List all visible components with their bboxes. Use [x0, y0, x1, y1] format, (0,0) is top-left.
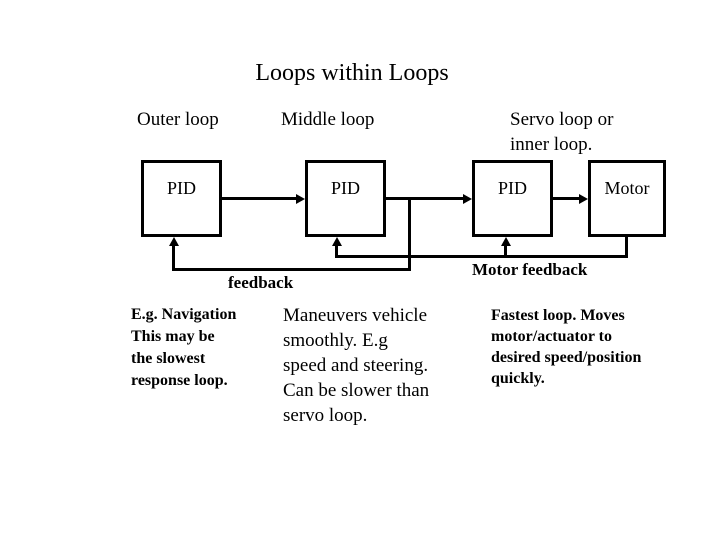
outer-feedback-arrowhead-icon	[169, 237, 179, 246]
motor-feedback-pid3-vline	[504, 246, 507, 258]
connector-pid1-pid2-arrowhead-icon	[296, 194, 305, 204]
middle-loop-label: Middle loop	[281, 109, 375, 130]
connector-pid2-pid3-line	[386, 197, 465, 200]
motor-feedback-label: Motor feedback	[472, 260, 588, 279]
motor-block: Motor	[588, 160, 666, 237]
servo-loop-label: Servo loop or inner loop.	[510, 109, 614, 155]
outer-loop-note: E.g. Navigation This may be the slowest …	[131, 306, 237, 389]
motor-feedback-pid2-arrowhead-icon	[332, 237, 342, 246]
connector-pid2-pid3-arrowhead-icon	[463, 194, 472, 204]
motor-feedback-hline	[335, 255, 628, 258]
servo-loop-note: Fastest loop. Moves motor/actuator to de…	[491, 307, 642, 387]
feedback-label: feedback	[228, 273, 294, 292]
outer-feedback-tap-vline	[408, 197, 411, 271]
connector-pid1-pid2-line	[222, 197, 298, 200]
motor-feedback-pid2-vline	[335, 246, 338, 258]
slide-title: Loops within Loops	[255, 60, 449, 86]
outer-loop-label: Outer loop	[137, 109, 219, 130]
connector-pid3-motor-line	[553, 197, 581, 200]
middle-loop-note: Maneuvers vehicle smoothly. E.g speed an…	[283, 305, 430, 426]
pid-block-inner: PID	[472, 160, 553, 237]
outer-feedback-hline	[172, 268, 411, 271]
motor-feedback-drop-vline	[625, 237, 628, 258]
outer-feedback-up-vline	[172, 245, 175, 271]
connector-pid3-motor-arrowhead-icon	[579, 194, 588, 204]
pid-block-outer: PID	[141, 160, 222, 237]
pid-block-middle: PID	[305, 160, 386, 237]
motor-feedback-pid3-arrowhead-icon	[501, 237, 511, 246]
